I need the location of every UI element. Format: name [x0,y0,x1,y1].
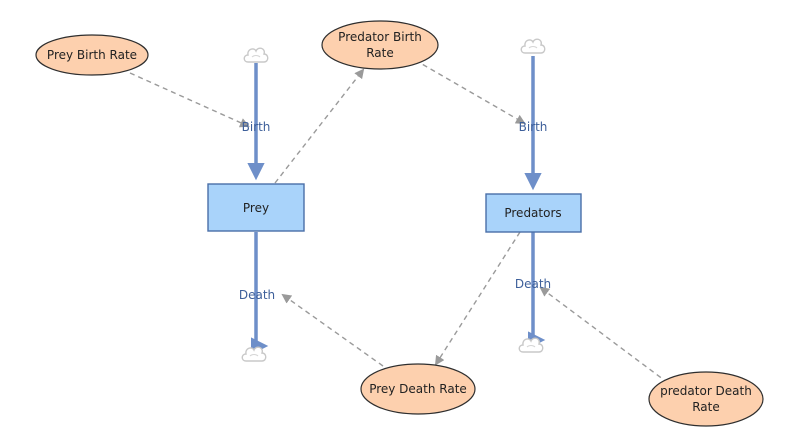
variable-predator-birth-rate-label-line1: Predator Birth [338,30,422,44]
variable-predator-birth-rate[interactable]: Predator Birth Rate [321,20,439,70]
variable-predator-birth-rate-label-line2: Rate [366,46,394,60]
link-prey-birth-rate-to-prey-birth [129,72,250,128]
link-predator-death-rate-to-predator-death [539,286,669,384]
variable-prey-death-rate[interactable]: Prey Death Rate [360,363,476,415]
cloud-icon [243,47,269,63]
link-predators-to-prey-death-rate [434,231,521,366]
influence-links [129,59,669,384]
cloud-icon [520,38,546,54]
variable-predator-death-rate[interactable]: predator Death Rate [648,371,764,427]
variable-predator-death-rate-label-line1: predator Death [660,384,752,398]
prey-death-pipe [250,232,269,355]
link-prey-death-rate-to-prey-death [281,293,384,367]
link-prey-to-predator-birth-rate [274,68,365,184]
stock-prey-label: Prey [243,201,269,215]
stock-prey[interactable]: Prey [207,183,305,232]
link-predator-birth-rate-to-predator-birth [414,59,526,124]
prey-death-flow-label[interactable]: Death [239,288,275,302]
variable-predator-death-rate-label-line2: Rate [692,400,720,414]
predator-death-flow-label[interactable]: Death [515,277,551,291]
prey-birth-flow-label[interactable]: Birth [242,120,271,134]
variable-prey-birth-rate[interactable]: Prey Birth Rate [35,34,149,76]
stock-predators[interactable]: Predators [485,193,582,233]
stock-predators-label: Predators [504,206,561,220]
predator-birth-flow-label[interactable]: Birth [519,120,548,134]
flow-labels: Birth Death Birth Death [239,120,551,302]
cloud-icon [518,337,544,353]
cloud-icon [241,346,267,362]
variable-prey-death-rate-label: Prey Death Rate [369,382,467,396]
variable-prey-birth-rate-label: Prey Birth Rate [47,48,137,62]
